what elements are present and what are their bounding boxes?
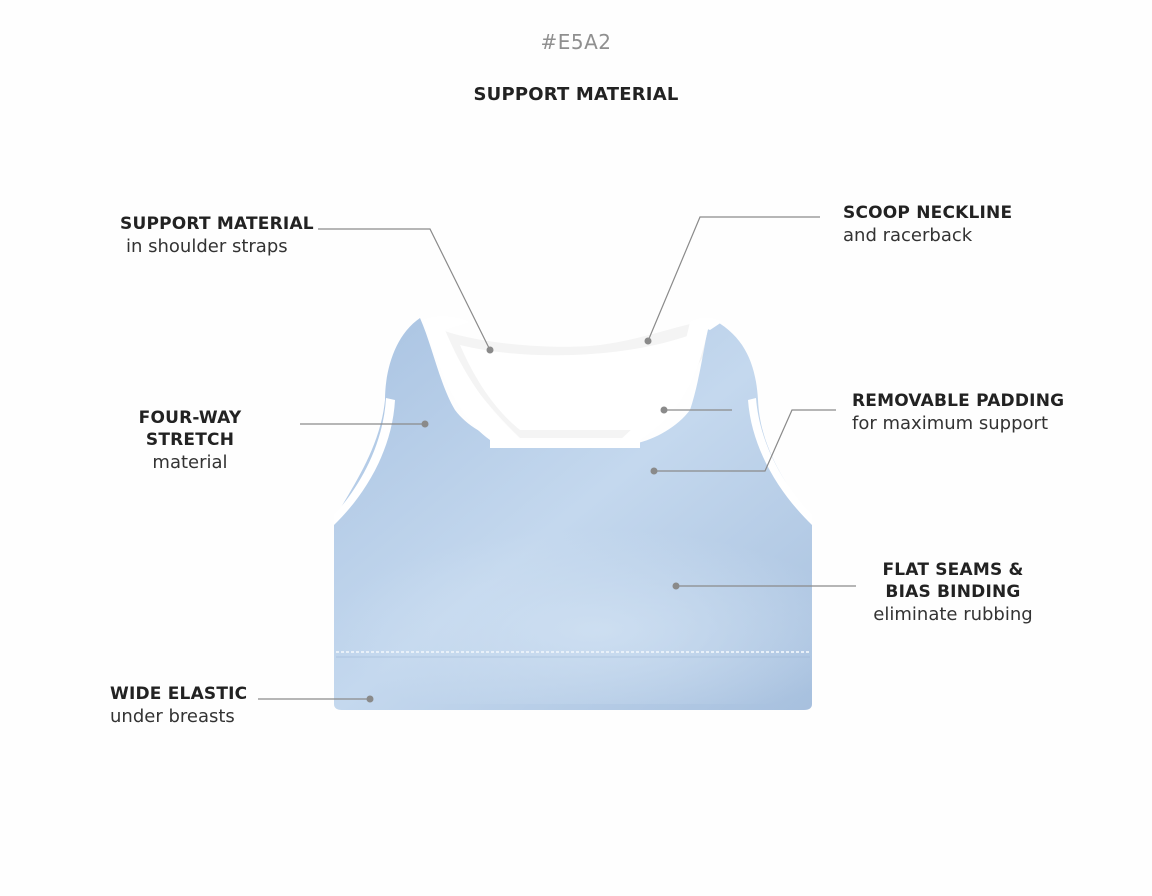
- callout-subtitle: in shoulder straps: [126, 236, 288, 258]
- callout-subtitle: eliminate rubbing: [873, 604, 1033, 626]
- leader-lines: [258, 216, 856, 700]
- leader-support-material: [318, 228, 491, 351]
- callout-support-material: SUPPORT MATERIAL in shoulder straps: [120, 213, 314, 258]
- callout-scoop-neckline: SCOOP NECKLINE and racerback: [843, 202, 1012, 247]
- leader-removable-padding: [654, 409, 836, 472]
- product-code: #E5A2: [540, 30, 612, 54]
- callout-four-way-stretch: FOUR-WAY STRETCH material: [92, 407, 288, 475]
- callout-title: FOUR-WAY STRETCH: [138, 408, 242, 451]
- callout-subtitle: material: [152, 452, 228, 474]
- padding-area: [460, 335, 690, 430]
- callout-title: SCOOP NECKLINE: [843, 203, 1013, 223]
- right-armhole-binding: [748, 398, 812, 525]
- callout-removable-padding: REMOVABLE PADDING for maximum support: [852, 390, 1064, 435]
- page-title: SUPPORT MATERIAL: [473, 84, 679, 105]
- racerback-binding: [620, 320, 710, 440]
- callout-title: SUPPORT MATERIAL: [120, 214, 314, 234]
- callout-title-line2: BIAS BINDING: [885, 582, 1021, 603]
- callout-subtitle: for maximum support: [852, 413, 1048, 435]
- callout-title: REMOVABLE PADDING: [852, 391, 1065, 411]
- callout-flat-seams: FLAT SEAMS & BIAS BINDING eliminate rubb…: [868, 559, 1038, 627]
- neckline-binding: [423, 320, 520, 440]
- leader-dots: [366, 337, 680, 703]
- callout-wide-elastic: WIDE ELASTIC under breasts: [110, 683, 247, 728]
- callout-title: WIDE ELASTIC: [110, 684, 248, 704]
- callout-title-line1: FLAT SEAMS &: [882, 560, 1024, 580]
- left-armhole-binding: [334, 398, 395, 525]
- callout-subtitle: and racerback: [843, 225, 973, 247]
- leader-scoop-neckline: [647, 216, 820, 342]
- callout-subtitle: under breasts: [110, 706, 235, 728]
